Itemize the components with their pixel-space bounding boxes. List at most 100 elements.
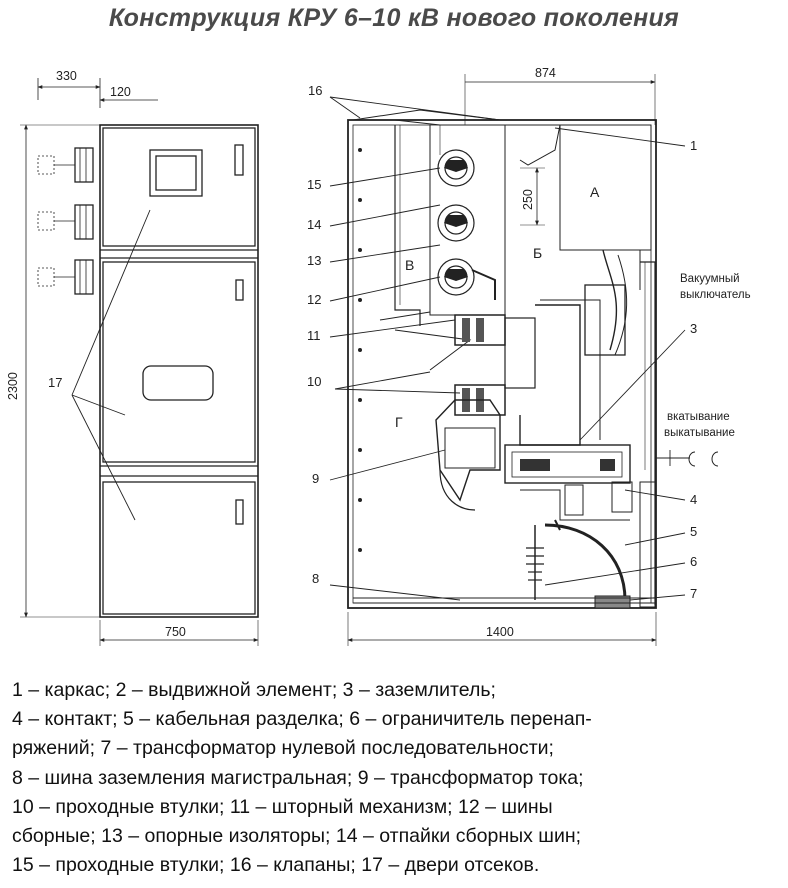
- legend-text: проходные втулки: [55, 795, 219, 818]
- legend-text: отпайки сборных шин: [379, 825, 576, 848]
- legend-number: 2: [115, 679, 127, 701]
- zone-a: А: [590, 184, 600, 200]
- callout-5: 5: [690, 524, 697, 539]
- legend-dash: –: [33, 854, 56, 877]
- legend-dash: –: [33, 795, 56, 818]
- callout-11: 11: [307, 328, 321, 343]
- legend-text: шторный механизм: [271, 795, 448, 818]
- callout-10: 10: [307, 374, 321, 389]
- legend-number: 1: [12, 679, 23, 701]
- legend-number: 10: [12, 795, 34, 818]
- legend-dash: –: [353, 679, 376, 701]
- legend-text: шина заземления магистральная: [44, 766, 347, 789]
- legend-separator: ;: [578, 766, 584, 789]
- vacuum-breaker-label-1: Вакуумный: [680, 273, 740, 285]
- legend-dash: –: [357, 825, 380, 848]
- legend-number: 15: [12, 854, 34, 877]
- legend-separator: ;: [346, 766, 358, 789]
- legend-line: 4 – контакт; 5 – кабельная разделка; 6 –…: [12, 705, 782, 734]
- legend-number: 17: [361, 854, 383, 877]
- legend-separator: .: [533, 854, 540, 877]
- callout-6: 6: [690, 554, 697, 569]
- rack-out-label: выкатывание: [664, 427, 735, 439]
- legend-separator: ;: [90, 825, 102, 848]
- callout-17-leaders: [71, 209, 151, 521]
- legend-text: заземлитель: [375, 679, 491, 701]
- legend-separator: ;: [104, 679, 116, 701]
- legend-dash: –: [479, 795, 502, 818]
- legend-text: клапаны: [273, 854, 351, 877]
- legend-dash: –: [22, 679, 45, 701]
- legend-text: двери отсеков: [404, 854, 534, 877]
- legend-number: 13: [101, 825, 123, 848]
- dim-874: 874: [535, 66, 556, 80]
- legend-line: сборные; 13 – опорные изоляторы; 14 – от…: [12, 822, 782, 851]
- legend-number: 16: [229, 854, 252, 877]
- callout-9: 9: [312, 471, 319, 486]
- legend-separator: ;: [89, 737, 101, 760]
- legend-separator: ;: [331, 679, 343, 701]
- legend-dash: –: [22, 766, 45, 789]
- dim-1400: 1400: [486, 625, 514, 639]
- legend-number: 14: [335, 825, 358, 848]
- legend-text: кабельная разделка: [155, 708, 339, 731]
- callout-7: 7: [690, 586, 697, 601]
- legend-text: опорные изоляторы: [144, 825, 326, 848]
- legend-text: каркас: [44, 679, 105, 701]
- legend-separator: ;: [325, 825, 336, 848]
- legend-line: 15 – проходные втулки; 16 – клапаны; 17 …: [12, 851, 782, 880]
- legend-separator: ;: [447, 795, 458, 818]
- legend-dash: –: [111, 737, 134, 760]
- side-view: [347, 74, 719, 646]
- dim-250: 250: [521, 189, 535, 210]
- legend-dash: –: [133, 708, 156, 731]
- legend-number: 7: [100, 737, 112, 760]
- legend-separator: ;: [219, 854, 230, 877]
- legend-line: 1 – каркас; 2 – выдвижной элемент; 3 – з…: [12, 676, 782, 705]
- legend-text: выдвижной элемент: [148, 679, 332, 701]
- legend-line: 8 – шина заземления магистральная; 9 – т…: [12, 764, 782, 793]
- legend-text: ограничитель перенап-: [381, 708, 592, 731]
- legend-text: проходные втулки: [55, 854, 219, 877]
- legend-separator: ;: [548, 737, 554, 760]
- legend-dash: –: [22, 708, 45, 731]
- callout-8: 8: [312, 571, 319, 586]
- switchgear-drawing: 330 120 2300 750 874 1400 250 А Б В Г Ва…: [6, 66, 751, 646]
- dim-330: 330: [56, 69, 77, 83]
- callout-14: 14: [307, 217, 321, 232]
- legend-text: ряжений: [12, 737, 90, 760]
- vacuum-breaker-label-2: выключатель: [680, 289, 751, 301]
- dim-120: 120: [110, 85, 131, 99]
- dim-750: 750: [165, 625, 186, 639]
- legend-number: 12: [457, 795, 480, 818]
- zone-b: Б: [533, 245, 542, 261]
- legend-number: 3: [342, 679, 354, 701]
- legend-separator: ;: [112, 708, 123, 731]
- legend-separator: ;: [219, 795, 230, 818]
- front-view: [20, 78, 259, 646]
- legend-dash: –: [122, 825, 145, 848]
- zone-g: Г: [395, 414, 403, 430]
- callout-4: 4: [690, 492, 697, 507]
- callout-12: 12: [307, 292, 321, 307]
- legend-dash: –: [251, 854, 274, 877]
- legend-text: контакт: [44, 708, 113, 731]
- legend-separator: ;: [338, 708, 350, 731]
- legend-dash: –: [368, 766, 391, 789]
- legend-separator: ;: [350, 854, 362, 877]
- legend-number: 6: [349, 708, 361, 731]
- legend-line: 10 – проходные втулки; 11 – шторный меха…: [12, 793, 782, 822]
- legend-separator: ;: [490, 679, 496, 701]
- legend-number: 4: [12, 708, 23, 731]
- diagram-title: Конструкция КРУ 6–10 кВ нового поколения: [108, 4, 680, 32]
- callout-15: 15: [307, 177, 321, 192]
- legend: 1 – каркас; 2 – выдвижной элемент; 3 – з…: [12, 676, 782, 880]
- legend-number: 11: [229, 795, 251, 818]
- legend-number: 5: [123, 708, 134, 731]
- legend-dash: –: [382, 854, 405, 877]
- legend-dash: –: [126, 679, 149, 701]
- legend-text: трансформатор нулевой последовательности: [133, 737, 549, 760]
- legend-number: 8: [12, 766, 23, 789]
- rack-in-label: вкатывание: [667, 411, 730, 423]
- legend-dash: –: [250, 795, 272, 818]
